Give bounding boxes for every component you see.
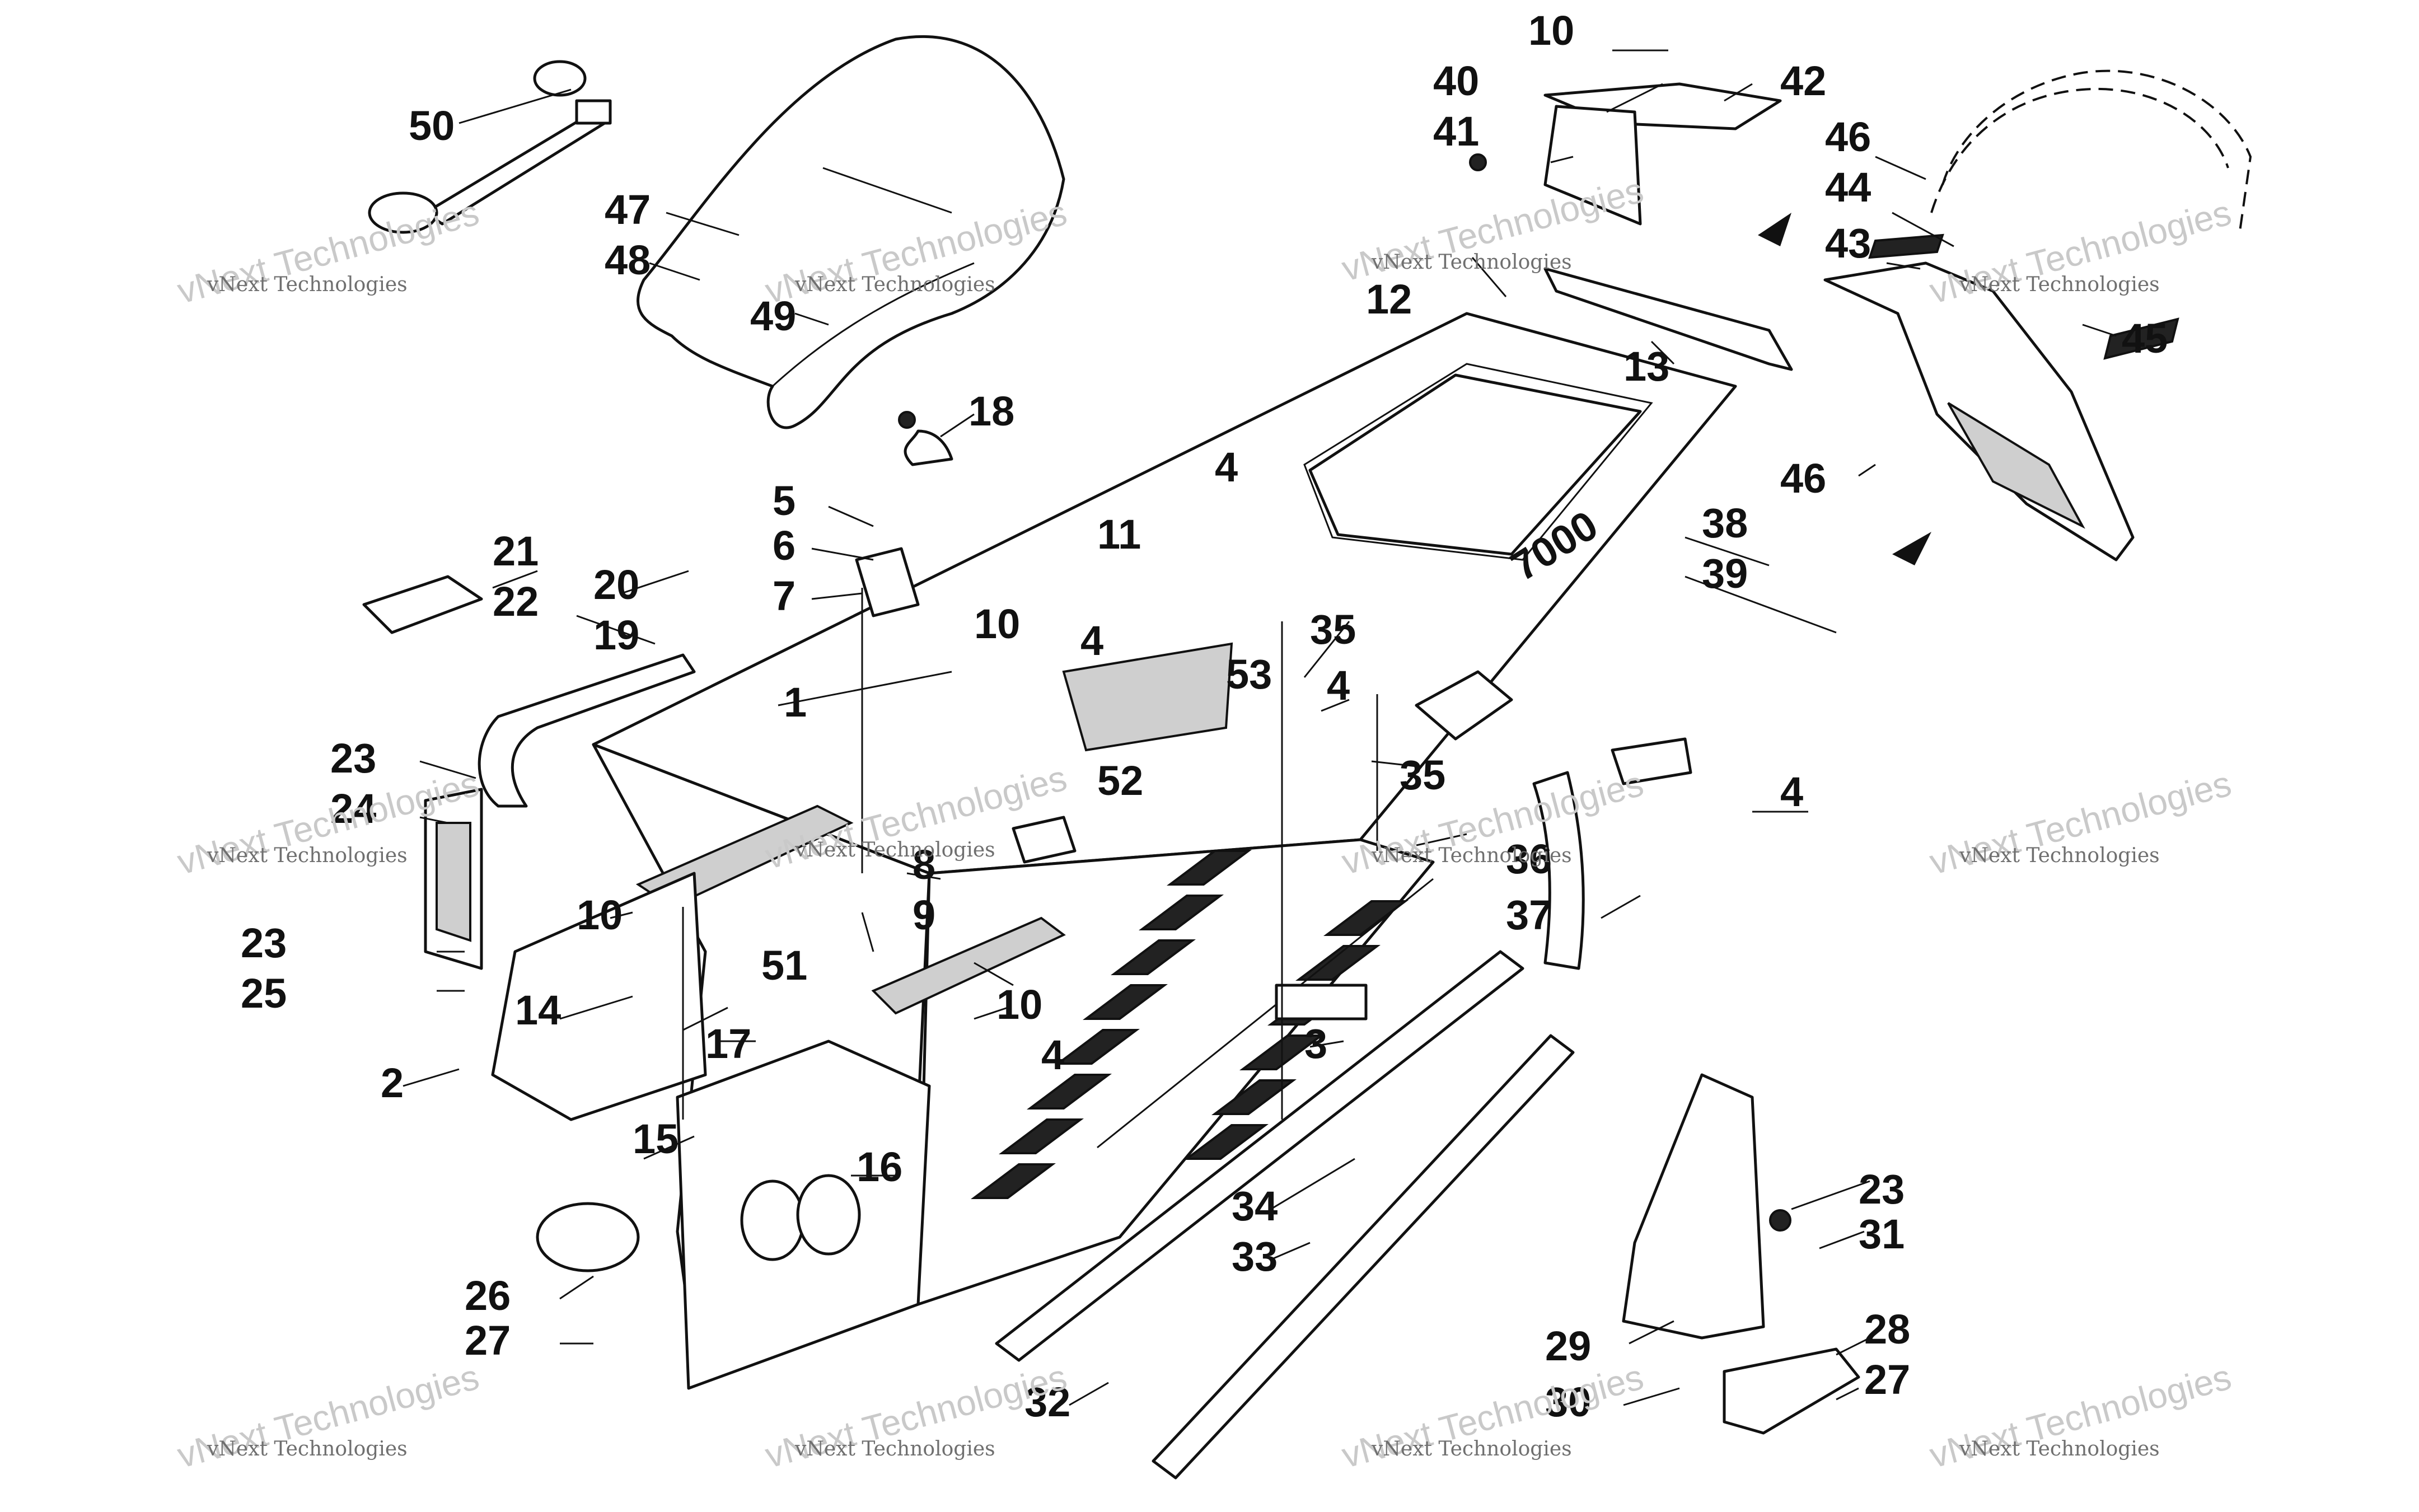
callout-4: 4 xyxy=(1780,769,1803,815)
callout-23: 23 xyxy=(1859,1166,1905,1213)
callout-45: 45 xyxy=(2122,315,2168,362)
callout-41: 41 xyxy=(1433,108,1479,155)
callout-9: 9 xyxy=(913,892,935,938)
callout-39: 39 xyxy=(1702,550,1748,597)
running-boards xyxy=(995,878,1575,1480)
callout-27: 27 xyxy=(1864,1356,1910,1403)
callout-42: 42 xyxy=(1780,58,1826,104)
callout-23: 23 xyxy=(241,920,287,966)
callout-13: 13 xyxy=(1623,343,1669,390)
callout-26: 26 xyxy=(465,1272,511,1319)
callout-31: 31 xyxy=(1859,1211,1905,1257)
left-brackets xyxy=(362,575,707,1272)
svg-text:vNext Technologies: vNext Technologies xyxy=(1959,273,2160,296)
svg-text:vNext Technologies: vNext Technologies xyxy=(794,839,995,862)
callout-49: 49 xyxy=(750,293,796,339)
callout-50: 50 xyxy=(409,102,455,149)
callout-36: 36 xyxy=(1506,836,1552,882)
callout-27: 27 xyxy=(465,1317,511,1364)
callout-28: 28 xyxy=(1864,1306,1910,1352)
callout-8: 8 xyxy=(913,841,935,888)
callout-10: 10 xyxy=(996,981,1042,1028)
callout-32: 32 xyxy=(1024,1379,1070,1425)
callout-43: 43 xyxy=(1825,220,1871,266)
callout-17: 17 xyxy=(705,1021,751,1067)
watermark: vNext Technologies vNext Technologies xyxy=(1337,170,1648,289)
callout-29: 29 xyxy=(1545,1323,1591,1369)
steering-post xyxy=(368,60,612,234)
callout-23: 23 xyxy=(330,735,376,781)
callout-15: 15 xyxy=(633,1116,679,1162)
callout-37: 37 xyxy=(1506,892,1552,938)
svg-text:vNext Technologies: vNext Technologies xyxy=(794,273,995,296)
callout-14: 14 xyxy=(515,987,561,1033)
callout-52: 52 xyxy=(1097,757,1143,804)
callout-4: 4 xyxy=(1041,1032,1064,1078)
callout-46: 46 xyxy=(1780,455,1826,502)
seat xyxy=(637,35,1065,429)
svg-text:vNext Technologies: vNext Technologies xyxy=(1371,251,1572,274)
callout-19: 19 xyxy=(593,612,639,658)
callout-53: 53 xyxy=(1226,651,1272,698)
callout-25: 25 xyxy=(241,970,287,1017)
callout-4: 4 xyxy=(1327,662,1350,709)
leader-lines xyxy=(403,49,2117,1406)
small-parts xyxy=(855,153,1692,1021)
callout-10: 10 xyxy=(1528,7,1574,54)
callout-4: 4 xyxy=(1215,444,1238,490)
callout-44: 44 xyxy=(1825,164,1871,210)
watermark: vNext Technologies vNext Technologies xyxy=(1925,1356,2235,1476)
callout-21: 21 xyxy=(493,528,539,574)
callout-34: 34 xyxy=(1232,1183,1278,1229)
callout-1: 1 xyxy=(784,679,807,725)
callout-46: 46 xyxy=(1825,114,1871,160)
callout-10: 10 xyxy=(974,601,1020,647)
callout-16: 16 xyxy=(857,1144,902,1190)
callout-11: 11 xyxy=(1097,511,1141,558)
callout-33: 33 xyxy=(1232,1233,1278,1280)
rear-section xyxy=(1543,69,2252,565)
svg-text:vNext Technologies: vNext Technologies xyxy=(1371,844,1572,867)
callout-35: 35 xyxy=(1310,606,1356,653)
callout-labels: 1 2 3 4 4 4 4 4 5 6 7 8 9 10 10 10 10 11… xyxy=(241,7,2168,1425)
callout-5: 5 xyxy=(773,478,796,524)
watermark: vNext Technologies vNext Technologies xyxy=(1925,192,2235,311)
callout-2: 2 xyxy=(381,1060,404,1106)
callout-38: 38 xyxy=(1702,500,1748,546)
callout-20: 20 xyxy=(593,561,639,608)
callout-6: 6 xyxy=(773,522,796,569)
watermark: vNext Technologies vNext Technologies xyxy=(1925,763,2235,882)
svg-text:vNext Technologies: vNext Technologies xyxy=(207,273,408,296)
tunnel-assembly: 7000 xyxy=(592,312,1737,1390)
callout-12: 12 xyxy=(1366,276,1412,322)
callout-51: 51 xyxy=(761,942,807,989)
callout-30: 30 xyxy=(1545,1379,1591,1425)
callout-35: 35 xyxy=(1400,752,1445,798)
watermark: vNext Technologies vNext Technologies xyxy=(173,192,483,311)
svg-text:vNext Technologies: vNext Technologies xyxy=(1371,1438,1572,1460)
watermark: vNext Technologies vNext Technologies xyxy=(173,1356,483,1476)
callout-24: 24 xyxy=(330,785,376,832)
callout-22: 22 xyxy=(493,578,539,625)
svg-text:vNext Technologies: vNext Technologies xyxy=(207,1438,408,1460)
watermark: vNext Technologies vNext Technologies xyxy=(1337,1356,1648,1476)
svg-text:vNext Technologies: vNext Technologies xyxy=(794,1438,995,1460)
callout-48: 48 xyxy=(605,237,651,283)
callout-40: 40 xyxy=(1433,58,1479,104)
callout-3: 3 xyxy=(1304,1021,1327,1067)
callout-18: 18 xyxy=(968,388,1014,434)
footrest-right xyxy=(1622,1073,1860,1435)
callout-10: 10 xyxy=(577,892,623,938)
heat-exchanger-vents xyxy=(971,850,1409,1199)
callout-4: 4 xyxy=(1080,617,1103,664)
svg-text:vNext Technologies: vNext Technologies xyxy=(1959,844,2160,867)
svg-text:vNext Technologies: vNext Technologies xyxy=(1959,1438,2160,1460)
callout-7: 7 xyxy=(773,573,796,619)
svg-text:vNext Technologies: vNext Technologies xyxy=(207,844,408,867)
callout-47: 47 xyxy=(605,186,651,233)
bracket-13 xyxy=(1543,267,1793,371)
